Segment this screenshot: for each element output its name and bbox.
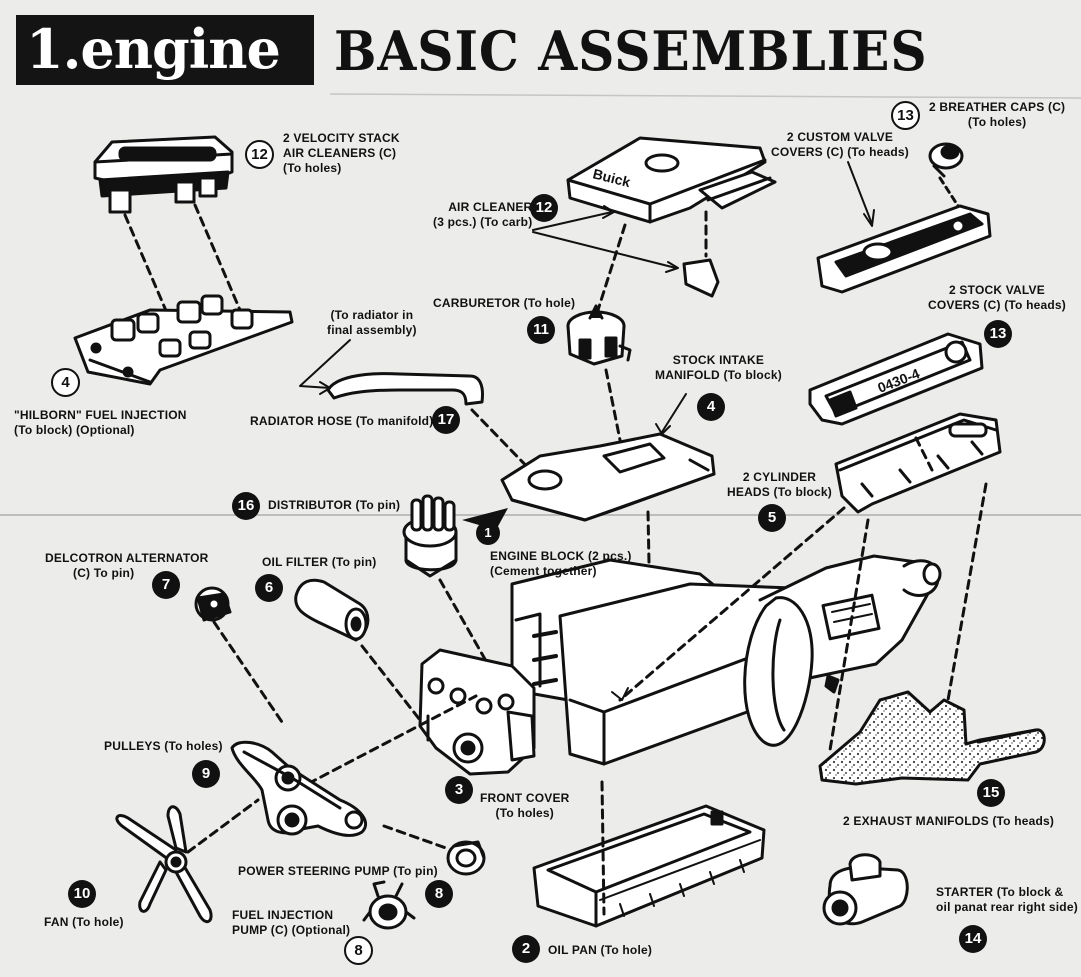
leader-line — [847, 161, 873, 225]
part-number-badge: 7 — [152, 571, 180, 599]
part-number-badge: 12 — [530, 194, 558, 222]
assembly-arrow-dashed — [470, 408, 542, 482]
power-steering-pump — [446, 840, 486, 876]
assembly-arrow-dashed — [596, 210, 708, 312]
stock-valve-cover: 0430-4 — [808, 332, 984, 426]
pulleys — [230, 740, 368, 837]
assembly-arrow-dashed — [212, 620, 284, 724]
leader-line — [299, 339, 351, 389]
section-badge-text: 1.engine — [26, 17, 281, 81]
part-number-badge: 4 — [697, 393, 725, 421]
assembly-arrow-dashed — [438, 578, 492, 670]
part-number-badge: 8 — [344, 936, 373, 965]
part-number-badge: 10 — [68, 880, 96, 908]
part-number-badge: 5 — [758, 504, 786, 532]
velocity-stack-air-cleaner — [93, 135, 234, 214]
part-number-badge: 9 — [192, 760, 220, 788]
carburetor-label: CARBURETOR (To hole) — [433, 296, 576, 310]
part-number-badge: 17 — [432, 406, 460, 434]
part-number-badge: 13 — [984, 320, 1012, 348]
assembly-arrow-dashed — [604, 368, 622, 442]
arrow-head — [611, 687, 629, 701]
fan — [115, 805, 213, 924]
assembly-arrow-dashed — [600, 780, 606, 916]
distributor — [402, 494, 458, 578]
fold-line — [329, 93, 1081, 99]
front-cover-label: FRONT COVER (To holes) — [480, 791, 570, 820]
part-number-badge: 14 — [959, 925, 987, 953]
hilborn-injection-label: "HILBORN" FUEL INJECTION (To block) (Opt… — [14, 408, 187, 437]
delcotron-label: DELCOTRON ALTERNATOR (C) To pin) — [45, 551, 209, 580]
part-number-badge: 16 — [232, 492, 260, 520]
arrow-head — [602, 205, 679, 273]
arrow-head — [655, 423, 671, 435]
assembly-arrow-dashed — [382, 824, 448, 850]
fuel-injection-pump-label: FUEL INJECTION PUMP (C) (Optional) — [232, 908, 351, 937]
assembly-arrow-dashed — [294, 694, 478, 792]
exhaust-manifold — [818, 690, 1046, 786]
assembly-arrow-dashed — [186, 798, 260, 854]
velocity-stack-label: 2 VELOCITY STACK AIR CLEANERS (C) (To ho… — [283, 131, 400, 175]
leader-line — [661, 393, 687, 433]
page-title: BASIC ASSEMBLIES — [334, 19, 928, 83]
assembly-arrow-dashed — [360, 644, 422, 722]
custom-valve-cover — [816, 204, 992, 294]
distributor-label: DISTRIBUTOR (To pin) — [268, 498, 401, 512]
hilborn-fuel-injection — [73, 294, 294, 386]
part-number-badge: 2 — [512, 935, 540, 963]
delcotron-alternator — [194, 586, 232, 622]
part-number-badge: 13 — [891, 101, 920, 130]
part-number-badge: 12 — [245, 140, 274, 169]
stock-intake-label: STOCK INTAKE MANIFOLD (To block) — [655, 353, 782, 382]
assembly-arrow-dashed — [123, 203, 242, 322]
part-number-badge: 4 — [51, 368, 80, 397]
oil-pan — [532, 804, 766, 928]
starter — [822, 853, 909, 926]
fan-label: FAN (To hole) — [44, 915, 124, 929]
custom-valve-covers-label: 2 CUSTOM VALVE COVERS (C) (To heads) — [771, 130, 909, 159]
part-number-badge: 3 — [445, 776, 473, 804]
air-cleaner: Buick — [566, 136, 777, 224]
engine-block-label: ENGINE BLOCK (2 pcs.) (Cement together) — [490, 549, 632, 578]
air-cleaner-element — [682, 258, 720, 298]
part-number-badge: 1 — [476, 521, 500, 545]
cylinder-heads-label: 2 CYLINDER HEADS (To block) — [727, 470, 832, 499]
part-number-badge: 6 — [255, 574, 283, 602]
breather-cap — [928, 142, 964, 178]
starter-label: STARTER (To block & oil panat rear right… — [936, 885, 1078, 914]
engine-block — [510, 554, 942, 766]
part-number-badge: 15 — [977, 779, 1005, 807]
front-cover — [418, 648, 536, 776]
part-number-badge: 11 — [527, 316, 555, 344]
arrow-head — [863, 209, 875, 227]
breather-caps-label: 2 BREATHER CAPS (C) (To holes) — [929, 100, 1066, 129]
carburetor — [566, 304, 632, 366]
leader-line — [532, 211, 677, 269]
oil-filter — [294, 578, 370, 642]
oil-pan-label: OIL PAN (To hole) — [548, 943, 653, 957]
part-number-badge: 8 — [425, 880, 453, 908]
oil-filter-label: OIL FILTER (To pin) — [262, 555, 377, 569]
assembly-arrow-dashed — [914, 436, 934, 472]
pulleys-label: PULLEYS (To holes) — [104, 739, 223, 753]
exhaust-manifolds-label: 2 EXHAUST MANIFOLDS (To heads) — [843, 814, 1055, 828]
stock-intake-manifold — [500, 432, 716, 522]
radiator-note-label: (To radiator in final assembly) — [327, 308, 417, 337]
cylinder-head — [834, 412, 1002, 514]
arrow-head — [319, 381, 331, 395]
radiator-hose — [326, 372, 484, 406]
power-steering-label: POWER STEERING PUMP (To pin) — [238, 864, 438, 878]
section-badge: 1.engine — [16, 15, 314, 85]
radiator-hose-label: RADIATOR HOSE (To manifold) — [250, 414, 434, 428]
stock-valve-covers-label: 2 STOCK VALVE COVERS (C) (To heads) — [928, 283, 1066, 312]
air-cleaner-label: AIR CLEANER (3 pcs.) (To carb) — [433, 200, 533, 229]
fuel-injection-pump — [362, 880, 416, 930]
assembly-arrow-dashed — [618, 482, 988, 752]
